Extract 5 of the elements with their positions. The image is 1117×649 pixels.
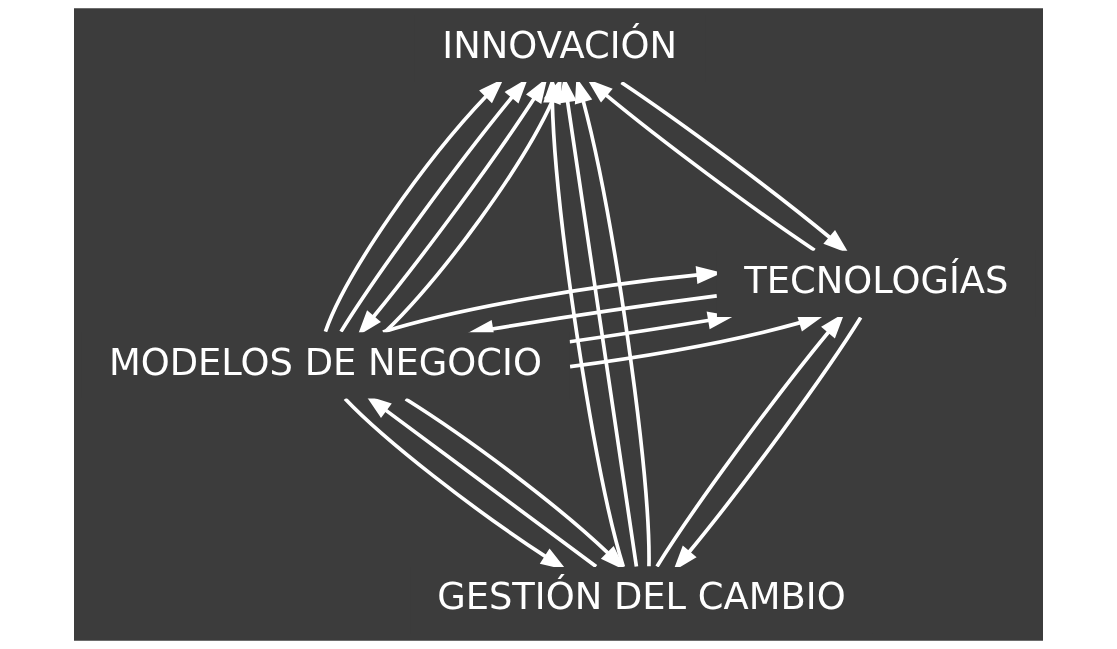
arrow xyxy=(620,80,849,254)
arrow xyxy=(343,397,567,570)
node-text: GESTIÓN DEL CAMBIO xyxy=(437,575,846,619)
arrow xyxy=(587,79,816,252)
arrow xyxy=(569,311,734,344)
